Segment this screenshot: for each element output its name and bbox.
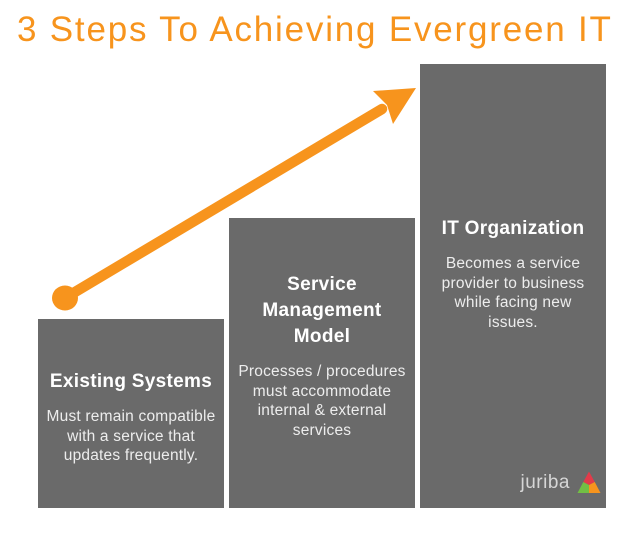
triangle-left-segment <box>577 482 589 493</box>
juriba-triangle-icon <box>577 471 601 493</box>
step-service-management-model: Service Management Model Processes / pro… <box>229 218 415 508</box>
step-title: Existing Systems <box>49 371 213 392</box>
step-existing-systems: Existing Systems Must remain compatible … <box>38 319 224 508</box>
step-title: Service Management Model <box>262 274 382 347</box>
arrow-head <box>373 88 416 124</box>
step-description: Processes / procedures must accommodate … <box>238 363 406 439</box>
page-title: 3 Steps To Achieving Evergreen IT <box>17 10 613 49</box>
step-description: Becomes a service provider to business w… <box>441 255 585 331</box>
step-it-organization: IT Organization Becomes a service provid… <box>420 64 606 508</box>
arrow-start-dot <box>52 285 78 311</box>
step-title: IT Organization <box>441 218 585 239</box>
juriba-logo-text: juriba <box>520 471 570 493</box>
triangle-top-segment <box>583 471 595 485</box>
juriba-logo: juriba <box>521 471 601 494</box>
triangle-right-segment <box>589 482 601 493</box>
step-description: Must remain compatible with a service th… <box>46 408 216 464</box>
